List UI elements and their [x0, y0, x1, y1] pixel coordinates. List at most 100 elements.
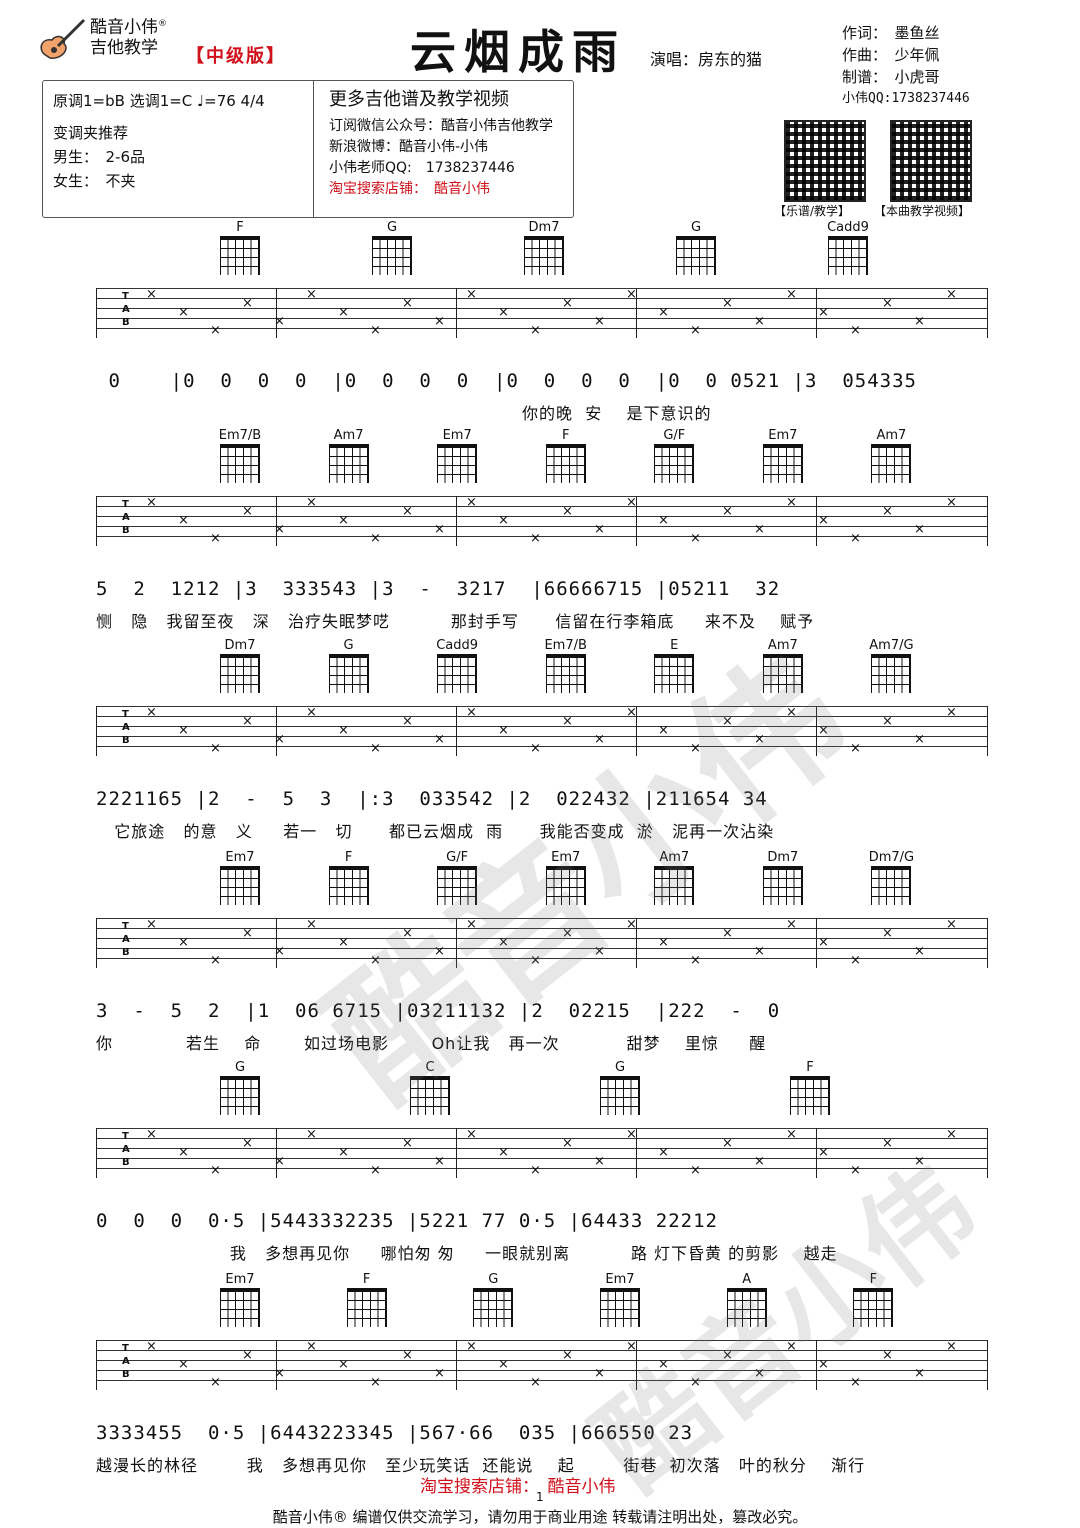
lyrics-line: 你 若生 命 如过场电影 Oh让我 再一次 甜梦 里惊 醒	[96, 1034, 767, 1053]
chord-name: Am7/G	[869, 638, 914, 653]
tab-note-mark: ×	[210, 741, 221, 756]
chord-diagram: Em7	[216, 850, 264, 916]
chord-diagram: Am7	[650, 850, 698, 916]
qr-code-video[interactable]	[890, 120, 972, 202]
tab-note-mark: ×	[146, 287, 157, 302]
tab-note-mark: ×	[882, 504, 893, 519]
tab-note-mark: ×	[242, 296, 253, 311]
tab-note-mark: ×	[434, 732, 445, 747]
chord-grid	[871, 654, 912, 693]
tab-note-mark: ×	[626, 1339, 637, 1354]
barline	[456, 288, 457, 338]
chord-grid	[410, 1076, 450, 1115]
tab-note-mark: ×	[498, 513, 509, 528]
tab-note-mark: ×	[818, 1145, 829, 1160]
tab-note-mark: ×	[562, 714, 573, 729]
chord-diagram: Em7	[542, 850, 590, 916]
tab-note-mark: ×	[594, 1154, 605, 1169]
barline	[816, 706, 817, 756]
tab-note-mark: ×	[786, 495, 797, 510]
tab-note-mark: ×	[338, 305, 349, 320]
chord-name: F	[362, 1272, 371, 1287]
tab-note-mark: ×	[690, 741, 701, 756]
jianpu-line: 0 |0 0 0 0 |0 0 0 0 |0 0 0 0 |0 0 0521 |…	[96, 370, 917, 392]
tab-note-mark: ×	[722, 504, 733, 519]
chord-name: Am7	[659, 850, 690, 865]
chord-name: Cadd9	[827, 220, 869, 235]
tab-note-mark: ×	[946, 495, 957, 510]
chord-diagram: F	[786, 1060, 834, 1126]
tab-note-mark: ×	[850, 531, 861, 546]
barline	[636, 1128, 637, 1178]
tab-note-mark: ×	[242, 504, 253, 519]
chord-diagram: Dm7	[759, 850, 807, 916]
chord-name: F	[344, 850, 353, 865]
tab-note-mark: ×	[466, 917, 477, 932]
barline	[276, 918, 277, 968]
tab-note-mark: ×	[242, 1136, 253, 1151]
barline	[276, 1128, 277, 1178]
footer-notice: 酷音小伟® 编谱仅供交流学习，请勿用于商业用途 转载请注明出处，篡改必究。	[272, 1508, 808, 1526]
tab-note-mark: ×	[402, 926, 413, 941]
chord-diagram: Am7	[325, 428, 373, 494]
tab-note-mark: ×	[658, 723, 669, 738]
chord-name: Em7	[442, 428, 472, 443]
tab-note-mark: ×	[178, 1145, 189, 1160]
tab-note-mark: ×	[210, 1163, 221, 1178]
tab-note-mark: ×	[594, 944, 605, 959]
chord-diagram: Cadd9	[824, 220, 872, 286]
chord-diagram: Em7	[759, 428, 807, 494]
tab-note-mark: ×	[626, 705, 637, 720]
chord-diagram: E	[650, 638, 698, 704]
tab-note-mark: ×	[722, 1136, 733, 1151]
tab-note-mark: ×	[626, 495, 637, 510]
tab-note-mark: ×	[466, 1339, 477, 1354]
chord-name: F	[806, 1060, 814, 1075]
tab-note-mark: ×	[786, 287, 797, 302]
tab-note-mark: ×	[338, 1357, 349, 1372]
contact-info: 更多吉他谱及教学视频 订阅微信公众号：酷音小伟吉他教学 新浪微博：酷音小伟-小伟…	[329, 89, 553, 200]
wechat-text: 订阅微信公众号：酷音小伟吉他教学	[329, 118, 553, 134]
teacher-qq: 小伟老师QQ: 1738237446	[329, 160, 515, 176]
barline	[636, 496, 637, 546]
qr-code-score[interactable]	[784, 120, 866, 202]
barline	[636, 706, 637, 756]
lyrics-line: 越漫长的林径 我 多想再见你 至少玩笑话 还能说 起 街巷 初次落 叶的秋分 渐…	[96, 1456, 866, 1475]
tab-note-mark: ×	[914, 314, 925, 329]
jianpu-line: 3 - 5 2 |1 06 6715 |03211132 |2 02215 |2…	[96, 1000, 781, 1022]
tab-note-mark: ×	[402, 504, 413, 519]
lyrics-line: 我 多想再见你 哪怕匆 匆 一眼就别离 路 灯下昏黄 的剪影 越走	[96, 1244, 838, 1263]
arranger: 制谱： 小虎哥	[842, 68, 940, 86]
tab-note-mark: ×	[594, 522, 605, 537]
chord-grid	[220, 654, 260, 693]
chord-name: F	[869, 1272, 878, 1287]
chord-diagram: G	[325, 638, 373, 704]
tab-note-mark: ×	[818, 723, 829, 738]
qr-caption-score: 【乐谱/教学】	[774, 204, 851, 218]
chord-diagram: G	[368, 220, 416, 286]
chord-grid	[600, 1076, 640, 1115]
tab-note-mark: ×	[658, 1357, 669, 1372]
tab-note-mark: ×	[562, 926, 573, 941]
tab-note-mark: ×	[562, 504, 573, 519]
tab-note-mark: ×	[402, 296, 413, 311]
capo-female: 女生： 不夹	[53, 172, 136, 190]
tab-note-mark: ×	[530, 1163, 541, 1178]
tab-note-mark: ×	[914, 1366, 925, 1381]
chord-name: Dm7	[767, 850, 799, 865]
tab-note-mark: ×	[242, 1348, 253, 1363]
tab-note-mark: ×	[338, 723, 349, 738]
barline	[96, 496, 97, 546]
chord-name: G	[386, 220, 398, 235]
taobao-text: 淘宝搜索店铺： 酷音小伟	[329, 181, 490, 197]
tab-note-mark: ×	[466, 287, 477, 302]
tab-note-mark: ×	[274, 1366, 285, 1381]
tab-note-mark: ×	[786, 917, 797, 932]
tab-note-mark: ×	[818, 935, 829, 950]
chord-diagram: Em7	[433, 428, 481, 494]
